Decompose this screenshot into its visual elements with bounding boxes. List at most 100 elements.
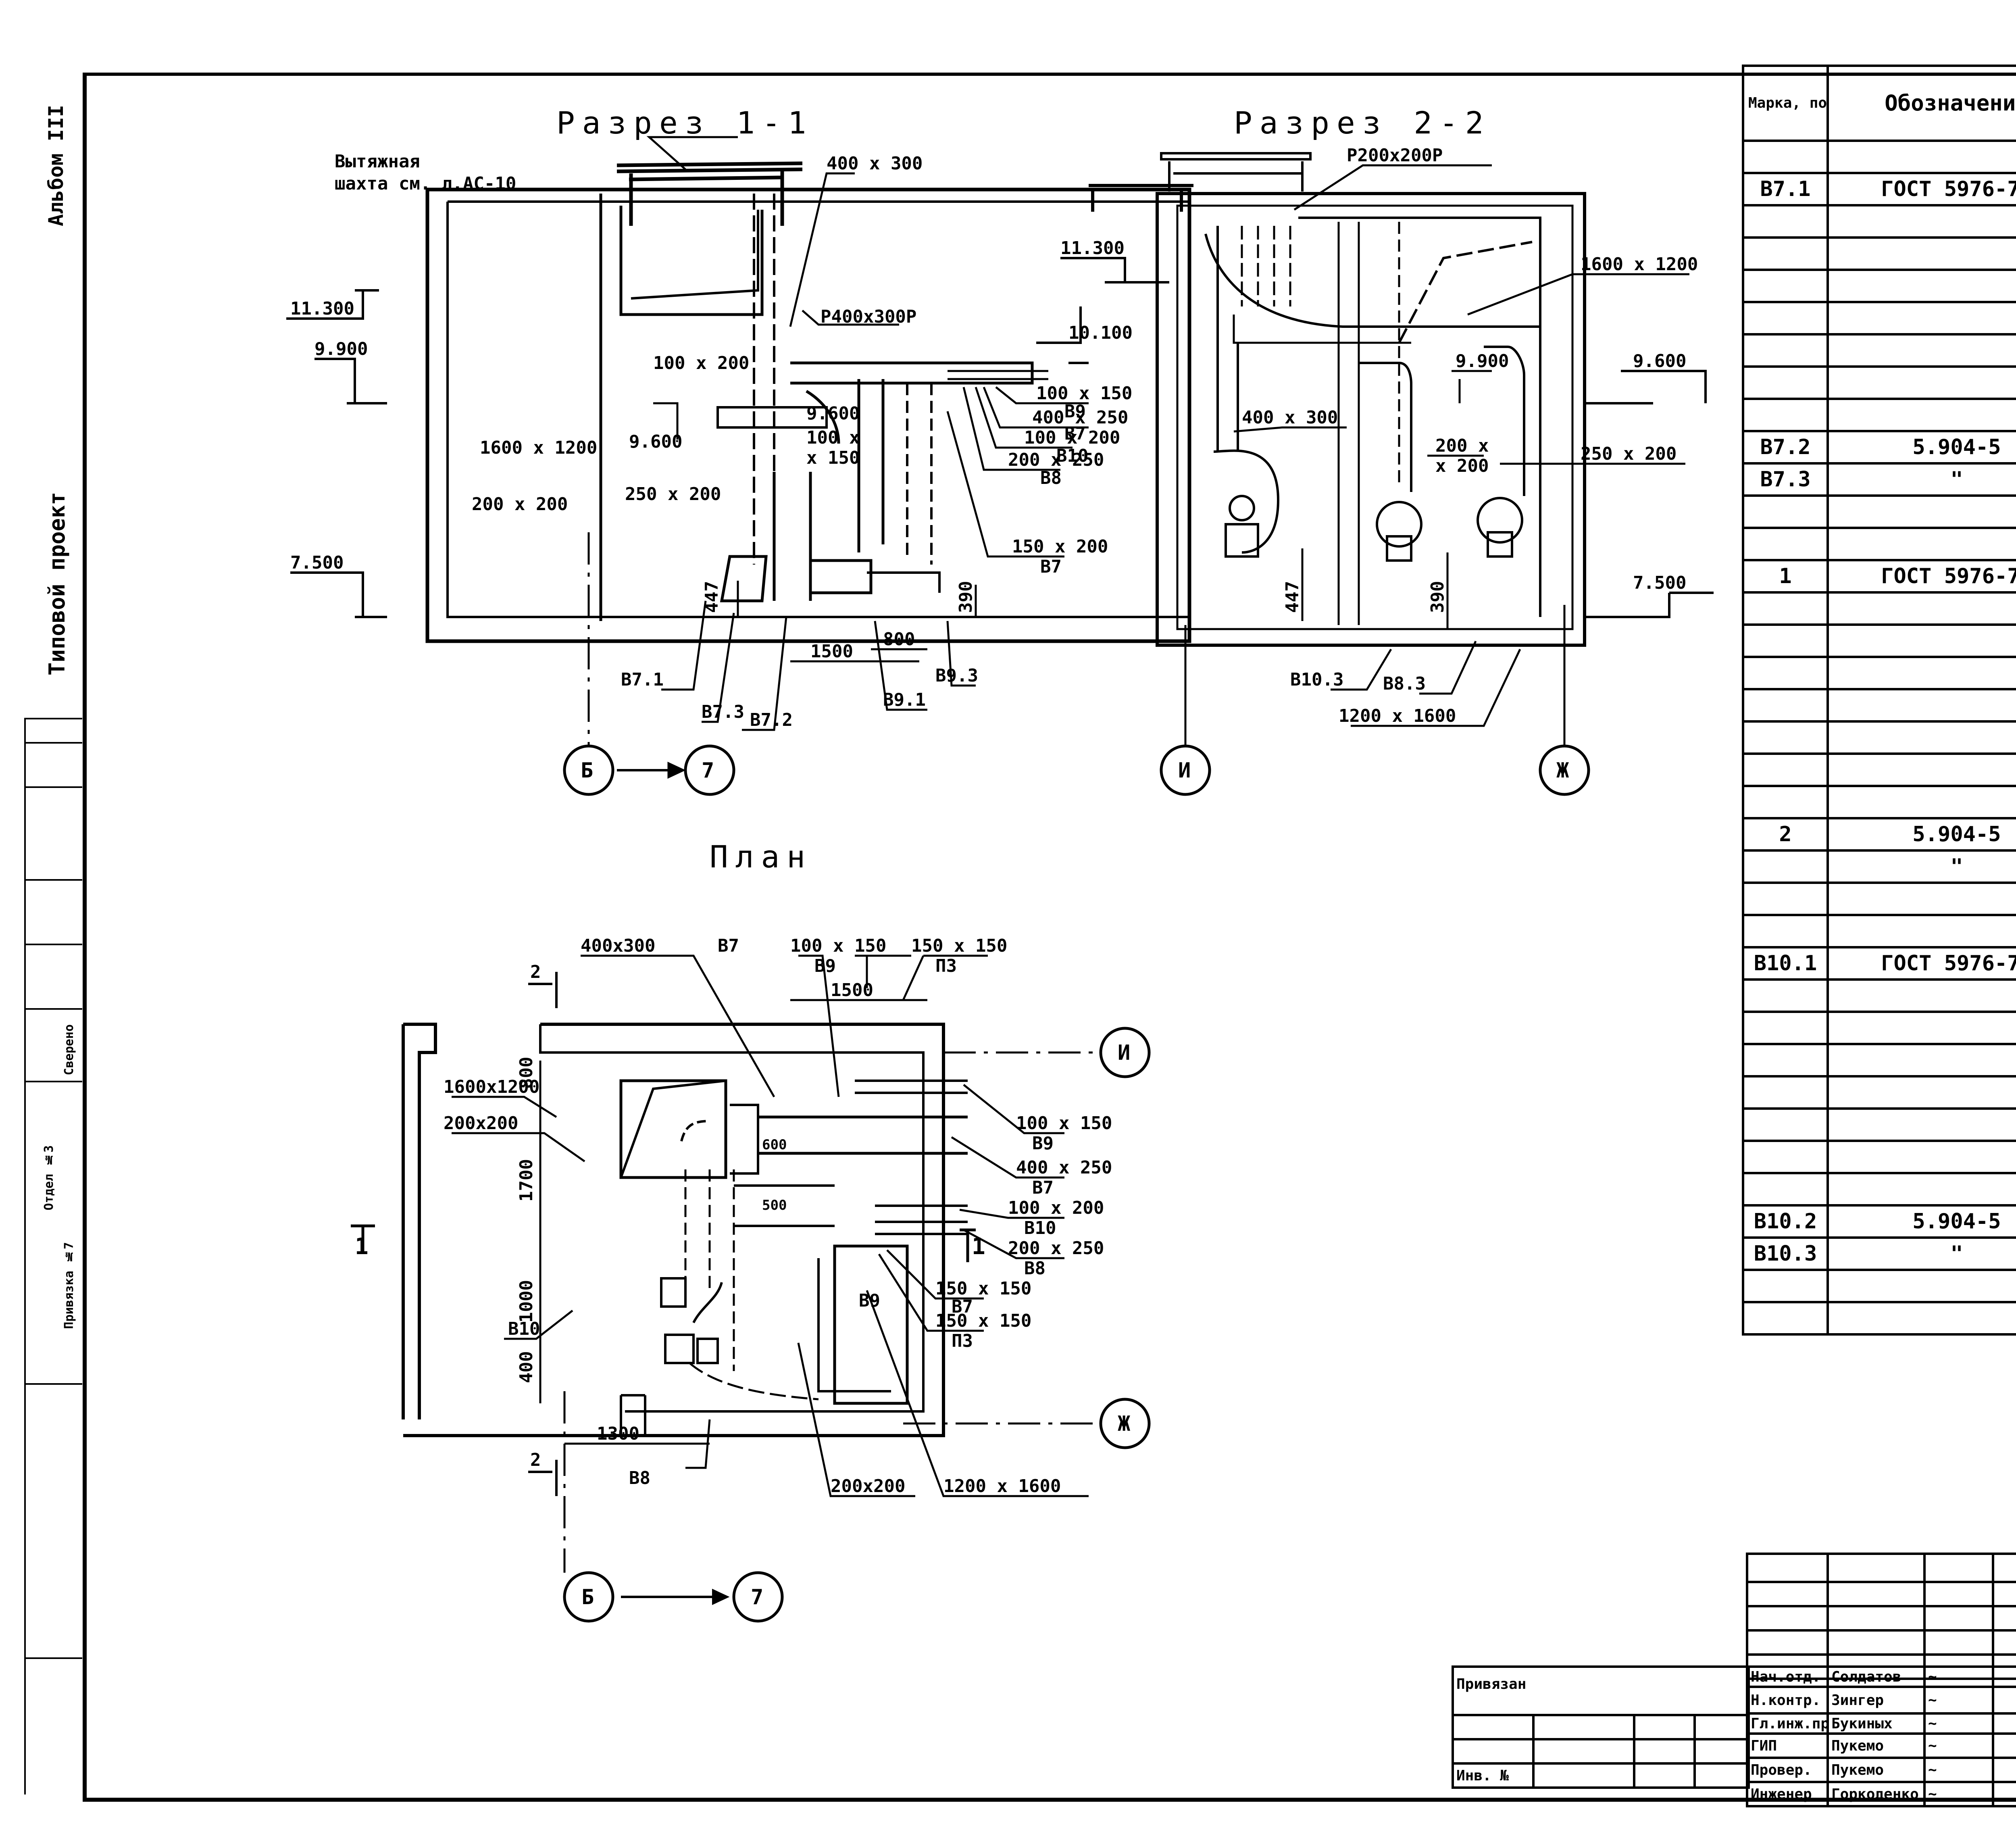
sig-role-5: Инженер	[1746, 1781, 1829, 1807]
s2-duct-200x200-top: 200 x	[1435, 436, 1489, 456]
spec-row: ный А5100-1, к-т1120	[1742, 204, 2016, 239]
spec-row: б) Эл. двигатель	[1742, 333, 2016, 368]
spec-pos	[1742, 978, 1829, 1013]
spec-code	[1826, 236, 2016, 271]
spec-empty-cell	[1826, 140, 2016, 174]
spec-code: "	[1826, 462, 2016, 497]
sig-name-0: Солдатов	[1826, 1665, 1926, 1688]
spec-empty-cell	[1742, 914, 1829, 948]
plan-dim-600: 600	[762, 1137, 787, 1153]
header-pos: Марка, поз.	[1742, 65, 1829, 142]
spec-blank-row	[1742, 494, 2016, 529]
spec-empty-cell	[1826, 882, 2016, 916]
spec-empty-cell	[1826, 1301, 2016, 1336]
sig-name-4: Пукемо	[1826, 1757, 1926, 1783]
s1-dim-800: 800	[883, 629, 915, 650]
bound-block: Привязан Инв. №	[1452, 1665, 1750, 1789]
plan-axis-i: И	[1118, 1041, 1130, 1065]
s1-pos-b91: В9.1	[883, 690, 926, 710]
sig-role-0: Нач.отд.	[1746, 1665, 1829, 1688]
spec-pos: В7.2	[1742, 430, 1829, 465]
sig-name-3: Пукемо	[1826, 1732, 1926, 1759]
s2-duct-1600x1200: 1600 x 1200	[1581, 254, 1698, 275]
s2-duct-400x300: 400 x 300	[1242, 407, 1338, 428]
plan-section-mark-2-bot: 2	[530, 1450, 541, 1470]
spec-empty-cell	[1742, 494, 1829, 529]
spec-code: ГОСТ 5976-73	[1826, 172, 2016, 206]
header-code: Обозначение	[1826, 65, 2016, 142]
plan-duct-200x200: 200x200	[444, 1113, 518, 1134]
signature-1: ~	[1923, 1686, 1994, 1715]
spec-code: ГОСТ 5976-73	[1826, 946, 2016, 981]
plan-duct-1600x1200: 1600x1200	[444, 1077, 539, 1097]
s2-duct-200x200-bot: x 200	[1435, 456, 1489, 476]
signature-2: ~	[1923, 1712, 1994, 1735]
spec-pos: В7.3	[1742, 462, 1829, 497]
sig-role-3: ГИП	[1746, 1732, 1829, 1759]
spec-pos: В10.3	[1742, 1236, 1829, 1271]
plan-section-mark-1-right: 1	[972, 1234, 985, 1260]
spec-code	[1826, 365, 2016, 400]
s1-elev-11300: 11.300	[290, 298, 354, 319]
s2-duct-250x200: 250 x 200	[1581, 444, 1677, 464]
s1-duct-250x200: 250 x 200	[625, 484, 721, 504]
spec-row: ный А2,5100-1, к-т126	[1742, 978, 2016, 1013]
plan-leader-1-size: 100 x 150	[1016, 1113, 1112, 1134]
spec-row: 4АА 56А4	[1742, 1140, 2016, 1174]
spec-pos	[1742, 1075, 1829, 1110]
spec-pos	[1742, 269, 1829, 303]
spec-pos	[1742, 656, 1829, 690]
s1-duct-200x200: 200 x 200	[472, 494, 568, 515]
spec-pos	[1742, 236, 1829, 271]
plan-dim-800: 800	[516, 1057, 537, 1089]
plan-dim-400: 400	[516, 1351, 537, 1383]
spec-empty-cell	[1742, 882, 1829, 916]
inv-label: Инв. №	[1452, 1762, 1535, 1789]
spec-row: 4А80А6	[1742, 365, 2016, 400]
spec-pos	[1742, 720, 1829, 755]
spec-pos	[1742, 301, 1829, 336]
s1-dim-390: 390	[956, 581, 976, 613]
spec-group-row: В7	[1742, 140, 2016, 174]
s2-duct-1200x1600: 1200 x 1600	[1339, 706, 1456, 726]
s1-leader-4-size: 200 x 250	[1008, 450, 1104, 470]
spec-code	[1826, 978, 2016, 1013]
plan-duct-200x200-b: 200x200	[831, 1476, 905, 1496]
spec-group-row: В10	[1742, 914, 2016, 948]
spec-row: а) Ц/бежный вентиля-	[1742, 1011, 2016, 1045]
s2-pos-b103: В10.3	[1290, 669, 1343, 690]
plan-dim-1700: 1700	[516, 1159, 537, 1202]
plan-sys-b7: В7	[718, 936, 739, 956]
s2-axis-i: И	[1178, 759, 1191, 783]
spec-pos: В7.1	[1742, 172, 1829, 206]
s1-duct-400x300: 400 x 300	[827, 153, 923, 174]
spec-empty-cell	[1742, 1269, 1829, 1303]
section-2-title: Разрез 2-2	[1234, 105, 1491, 141]
plan-leader-5-sys: В7	[952, 1296, 973, 1317]
sig-role-2: Гл.инж.пр.	[1746, 1712, 1829, 1735]
s1-pos-b73: В7.3	[702, 702, 744, 722]
plan-leader-4-sys: В8	[1024, 1258, 1045, 1279]
s1-duct-100x200: 100 x 200	[653, 353, 749, 373]
spec-pos: В10.1	[1742, 946, 1829, 981]
spec-code: "	[1826, 1236, 2016, 1271]
sig-name-1: Зингер	[1826, 1686, 1926, 1715]
spec-pos	[1742, 1140, 1829, 1174]
plan-dim-1000: 1000	[516, 1280, 537, 1323]
s1-leader-3-sys: В10	[1056, 446, 1088, 466]
drawing-frame	[83, 73, 2016, 1802]
spec-empty-cell	[1742, 527, 1829, 561]
s2-pos-b83: В8.3	[1383, 673, 1426, 694]
spec-row: тор В-Ц4-70-3,15	[1742, 656, 2016, 690]
plan-duct-150x150: 150 x 150	[911, 936, 1007, 956]
spec-code	[1826, 1075, 2016, 1110]
plan-sys-b8: В8	[629, 1468, 650, 1488]
s2-elev-9900: 9.900	[1456, 351, 1509, 371]
plan-sys-b9-inner: В9	[859, 1290, 880, 1311]
spec-pos	[1742, 398, 1829, 432]
